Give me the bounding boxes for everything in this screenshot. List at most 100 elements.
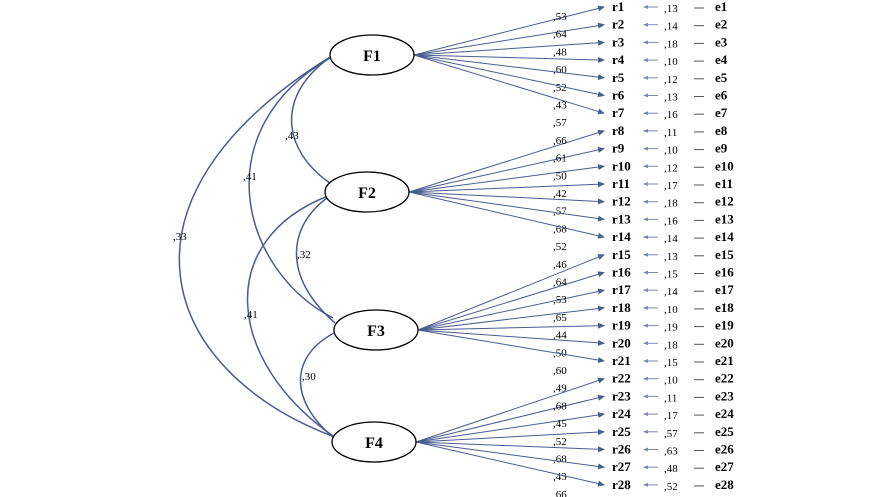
correlation-curve [295,197,336,324]
loading-value: ,50 [553,170,567,182]
loading-value: ,49 [553,383,567,395]
error-label: e26 [715,442,734,457]
indicator-label: r4 [612,52,625,67]
error-variance: ,16 [664,215,678,227]
correlation-curve [290,55,333,184]
loading-path [413,39,605,56]
loading-path [417,305,605,331]
error-label: e1 [715,0,727,14]
indicator-label: r5 [612,70,625,85]
factor-label: F1 [363,48,381,65]
loading-value: ,61 [553,153,567,165]
error-variance: ,13 [664,92,678,104]
error-variance: ,13 [664,251,678,263]
error-variance: ,14 [664,21,678,33]
error-label: e19 [715,318,734,333]
loading-path [415,377,605,443]
indicator-label: r14 [612,229,631,244]
loading-path [415,394,605,443]
loading-value: ,52 [553,82,567,94]
loading-path [408,181,605,193]
loading-path [415,429,605,443]
error-variance: ,11 [664,392,677,404]
error-variance: ,63 [664,446,678,458]
loading-value: ,42 [553,188,567,200]
loading-path [415,412,605,443]
correlation-curve [246,195,334,437]
loading-path [415,441,605,453]
loading-path [413,5,605,56]
indicator-label: r3 [612,34,625,49]
error-variance: ,12 [664,74,678,86]
correlation-value: ,43 [285,130,299,142]
factor-node: F2 [324,171,410,213]
error-label: e15 [715,247,734,262]
error-label: e23 [715,388,734,403]
error-label: e18 [715,300,734,315]
indicator-label: r22 [612,371,631,386]
loading-value: ,68 [553,400,567,412]
loading-value: ,68 [553,454,567,466]
loading-value: ,60 [553,365,567,377]
correlation-curve [178,56,333,437]
indicator-label: r28 [612,477,631,492]
error-variance: ,10 [664,56,678,68]
error-variance: ,48 [664,463,678,475]
loading-path [408,191,605,205]
loading-value: ,48 [553,46,567,58]
error-variance: ,18 [664,339,678,351]
indicator-label: r10 [612,158,631,173]
error-label: e10 [715,158,734,173]
loading-value: ,57 [553,117,567,129]
error-label: e28 [715,477,734,492]
indicator-label: r8 [612,123,625,138]
indicator-label: r20 [612,335,631,350]
factor-ellipse [324,171,410,213]
loading-path [413,54,605,98]
loading-path [417,288,605,331]
loading-value: ,68 [553,223,567,235]
loading-value: ,43 [553,471,567,483]
factor-ellipse [331,421,417,463]
correlation-curve [248,57,334,319]
indicator-label: r18 [612,300,631,315]
loading-path [417,329,605,346]
error-label: e9 [715,141,728,156]
indicator-label: r26 [612,442,631,457]
indicator-label: r6 [612,88,625,103]
factor-ellipse [333,309,419,351]
factor-label: F4 [365,435,383,452]
error-variance: ,11 [664,127,677,139]
error-label: e11 [715,176,733,191]
loading-value: ,44 [553,330,567,342]
loading-path [413,54,605,63]
indicator-label: r24 [612,406,631,421]
error-variance: ,10 [664,375,678,387]
factor-label: F3 [367,323,385,340]
indicator-label: r1 [612,0,624,14]
loading-value: ,66 [553,489,567,497]
loading-value: ,46 [553,259,567,271]
error-label: e3 [715,34,728,49]
error-label: e25 [715,424,734,439]
indicator-label: r9 [612,141,625,156]
error-label: e8 [715,123,728,138]
loading-path [408,146,605,193]
error-label: e16 [715,265,734,280]
loading-value: ,43 [553,100,567,112]
loading-path [417,271,605,331]
error-variance: ,17 [664,410,678,422]
loading-path [408,129,605,193]
indicator-label: r25 [612,424,631,439]
error-label: e12 [715,194,734,209]
loading-value: ,57 [553,206,567,218]
loading-value: ,65 [553,312,567,324]
error-variance: ,14 [664,233,678,245]
indicator-label: r13 [612,211,631,226]
indicator-label: r2 [612,17,624,32]
indicator-label: r15 [612,247,631,262]
correlation-value: ,32 [297,249,311,261]
